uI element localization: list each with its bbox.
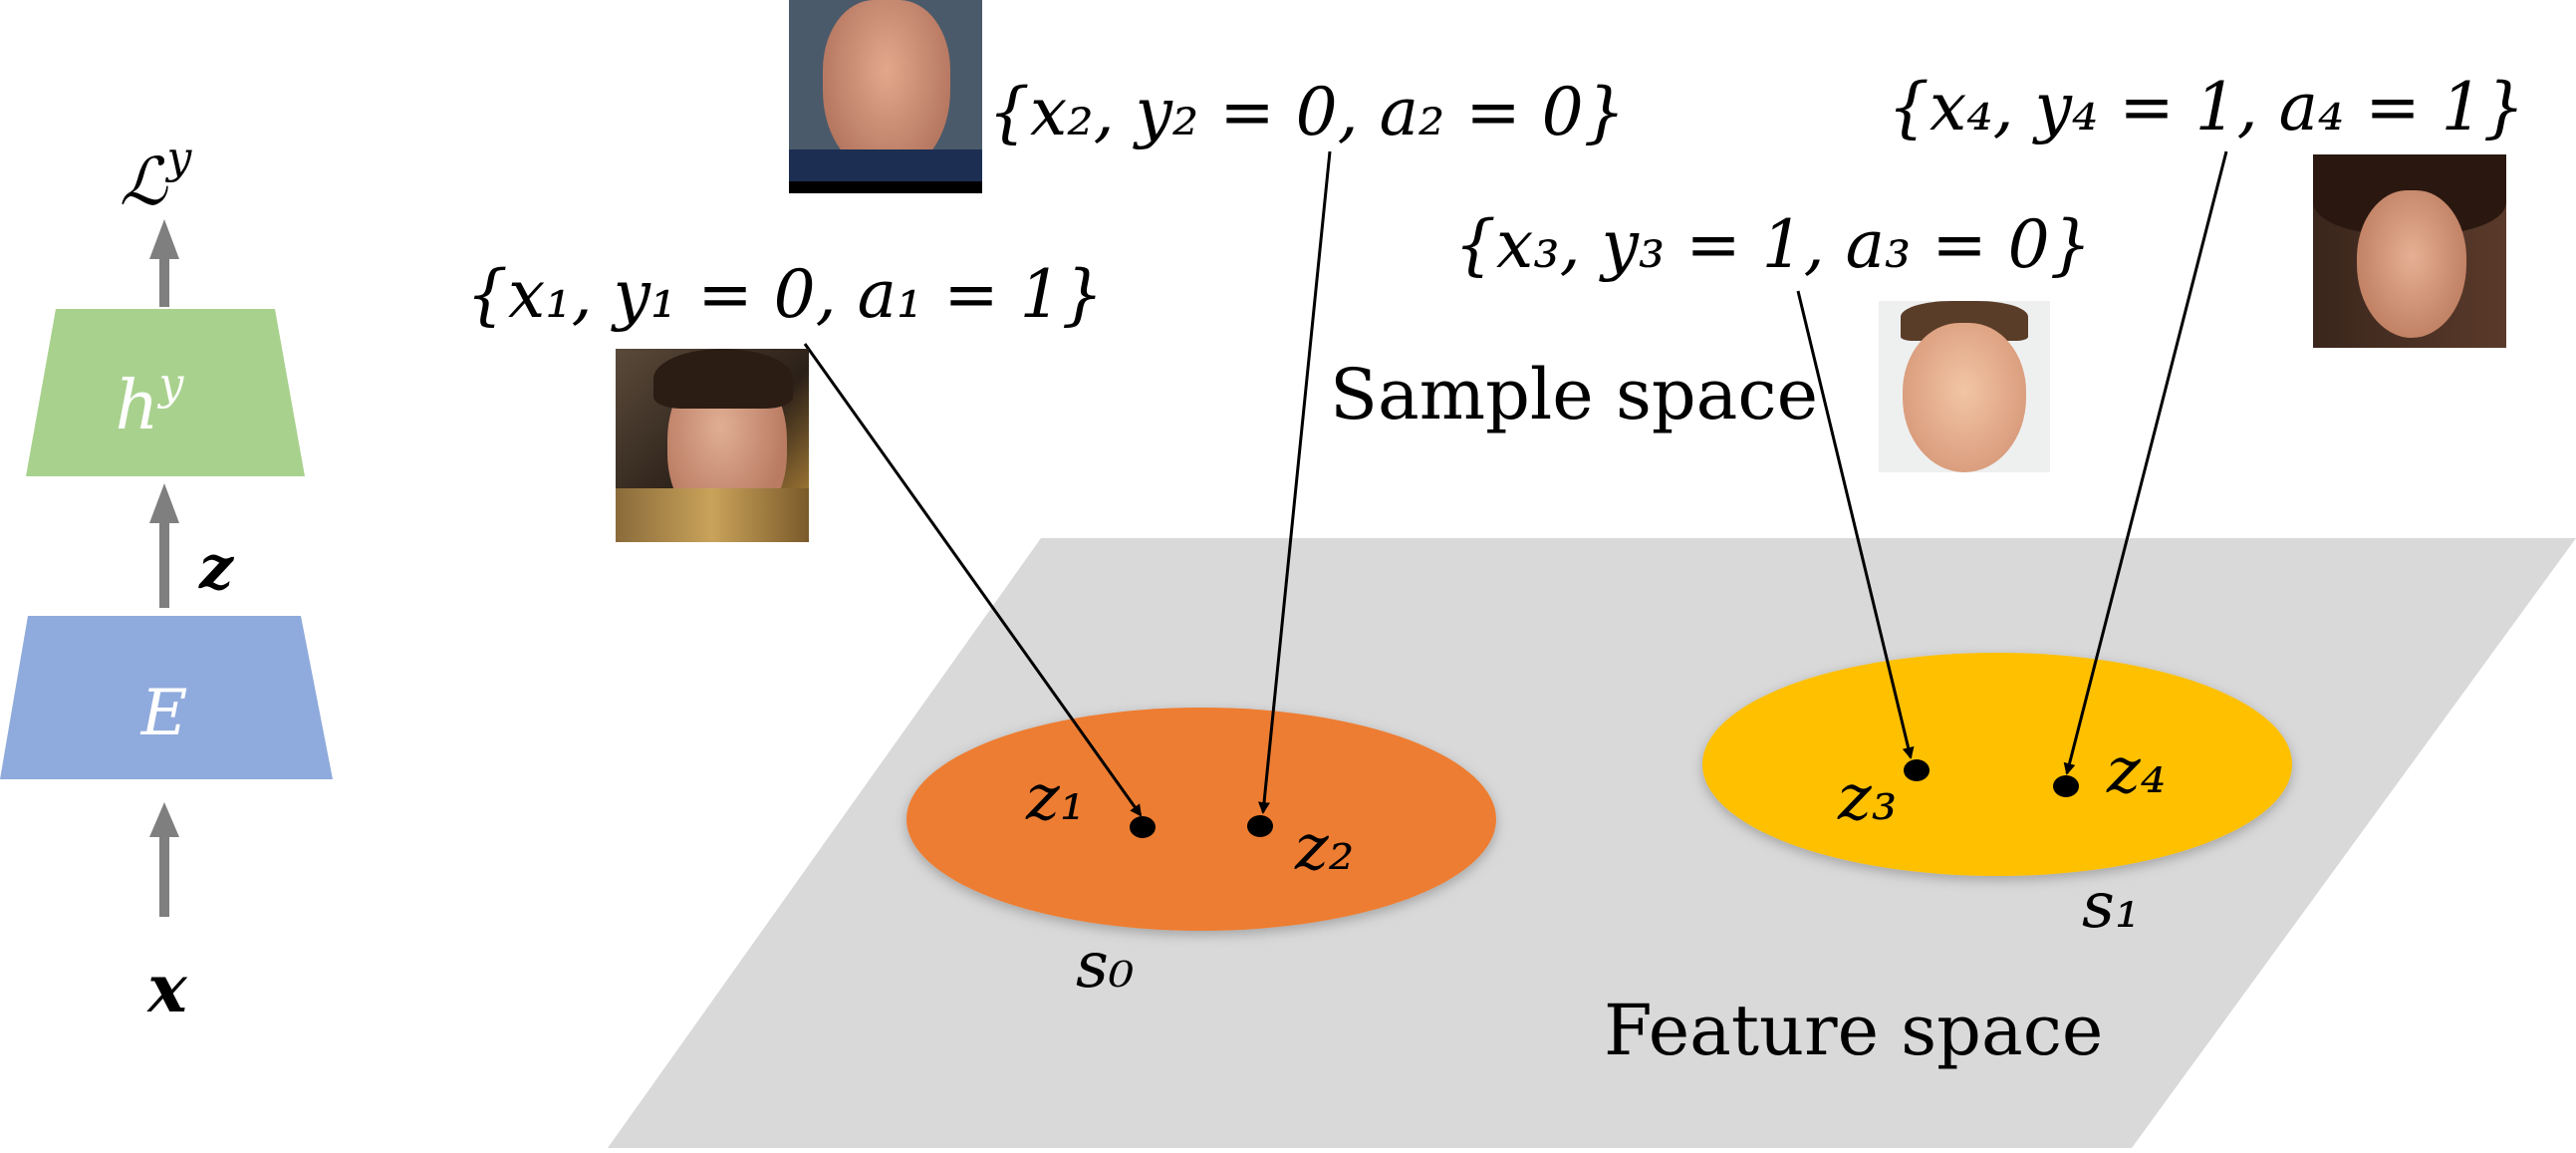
input-arrow-head [149,802,179,837]
face-image-1 [616,349,809,542]
label-z3: z₃ [1837,761,1897,835]
input-label: x [145,950,187,1027]
face-image-3 [1879,301,2050,472]
loss-arrow-head [149,219,179,259]
face-image-4 [2313,154,2506,348]
label-z4: z₄ [2106,734,2166,808]
sample-space-label: Sample space [1330,354,1818,435]
label-z1: z₁ [1025,761,1085,835]
face-image-2 [789,0,982,193]
arrow-x4-z4 [2063,150,2228,775]
cluster-s0 [906,708,1496,931]
label-z2: z₂ [1294,811,1354,885]
cluster-s0-label: s₀ [1076,929,1135,1003]
feature-space-plane [608,538,2576,1148]
point-z3 [1904,759,1930,781]
head-label: hy [116,359,185,445]
feature-space-label: Feature space [1604,990,2103,1071]
arrow-x3-z3 [1796,290,1915,759]
sample-1-label: {x₁, y₁ = 0, a₁ = 1} [466,256,1104,333]
sample-2-label: {x₂, y₂ = 0, a₂ = 0} [988,74,1626,150]
encoder-block [0,616,333,779]
point-z4 [2053,775,2079,797]
head-block [26,309,305,476]
pipeline: E z hy ℒy x [0,133,333,1027]
latent-arrow-head [149,483,179,523]
loss-label: ℒy [120,133,193,220]
point-z2 [1247,815,1273,837]
arrow-x1-z1 [803,343,1143,817]
cluster-s1 [1702,653,2292,876]
encoder-label: E [140,677,188,750]
sample-4-label: {x₄, y₄ = 1, a₄ = 1} [1888,69,2525,145]
arrow-x2-z2 [1258,150,1332,814]
point-z1 [1130,816,1156,838]
cluster-s1-label: s₁ [2082,869,2141,943]
latent-label: z [198,533,235,603]
sample-3-label: {x₃, y₃ = 1, a₃ = 0} [1454,206,2092,283]
